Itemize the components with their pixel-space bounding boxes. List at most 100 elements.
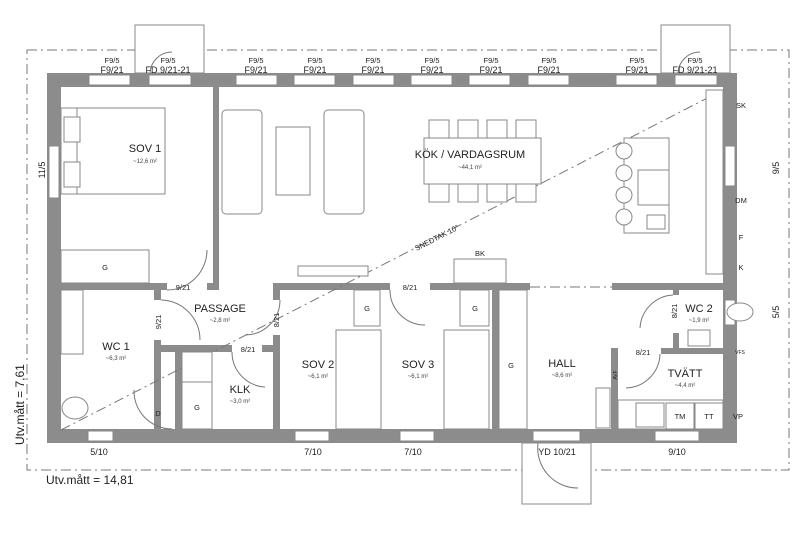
plan-label: 8/21 bbox=[272, 313, 281, 328]
room-area-passage: ~2,8 m² bbox=[210, 318, 231, 324]
plan-label: F9/5 bbox=[248, 56, 263, 65]
plan-label: 8/21 bbox=[241, 345, 256, 354]
toilet bbox=[61, 396, 89, 420]
side-window-labels: 11/5 9/5 5/5 bbox=[37, 162, 781, 319]
plan-label: FD 9/21-21 bbox=[145, 65, 190, 75]
plan-label: 8/21 bbox=[670, 304, 679, 319]
plan-label: YD 10/21 bbox=[538, 447, 576, 457]
fixture-labels: SK DM F K BK TM TT VP VFS D G G G G G AV… bbox=[102, 101, 747, 421]
room-area-sov1: ~12,6 m² bbox=[133, 159, 157, 165]
room-name-passage: PASSAGE bbox=[194, 303, 246, 315]
plan-label: TM bbox=[675, 412, 686, 421]
bed-sov3 bbox=[443, 329, 490, 430]
plan-label: F9/5 bbox=[687, 56, 702, 65]
plan-label: F9/5 bbox=[160, 56, 175, 65]
plan-label: 9/5 bbox=[771, 162, 781, 175]
plan-label: F9/21 bbox=[361, 65, 384, 75]
bottom-window-labels: 5/10 7/10 7/10 YD 10/21 9/10 bbox=[90, 447, 686, 457]
plan-label: DM bbox=[735, 196, 747, 205]
toilet-wc2 bbox=[726, 302, 754, 322]
plan-label: F9/21 bbox=[244, 65, 267, 75]
sofa bbox=[323, 109, 365, 215]
radiator bbox=[595, 387, 611, 429]
plan-label: 9/10 bbox=[668, 447, 686, 457]
plan-label: F9/5 bbox=[104, 56, 119, 65]
width-dimension: Utv.mått = 14,81 bbox=[46, 473, 134, 487]
room-name-tvatt: TVÄTT bbox=[668, 368, 703, 380]
sink-bk bbox=[453, 258, 507, 284]
room-name-sov1: SOV 1 bbox=[129, 143, 161, 155]
door-swings bbox=[133, 249, 674, 430]
plan-label: 5/5 bbox=[771, 306, 781, 319]
plan-label: VP bbox=[733, 412, 743, 421]
room-labels: SOV 1 ~12,6 m² KÖK / VARDAGSRUM ~44,1 m²… bbox=[102, 143, 713, 405]
plan-label: 11/5 bbox=[37, 162, 47, 179]
plan-label: F9/5 bbox=[365, 56, 380, 65]
plan-label: FD 9/21-21 bbox=[672, 65, 717, 75]
plan-label: SK bbox=[736, 101, 746, 110]
room-name-sov3: SOV 3 bbox=[402, 359, 434, 371]
door-labels: 9/21 9/21 8/21 8/21 8/21 8/21 8/21 bbox=[154, 283, 679, 357]
kitchen-counter bbox=[705, 89, 724, 275]
room-area-hall: ~8,6 m² bbox=[552, 373, 573, 379]
plan-label: 7/10 bbox=[404, 447, 422, 457]
plan-label: G bbox=[364, 304, 370, 313]
furniture bbox=[60, 89, 754, 430]
plan-label: TT bbox=[704, 412, 714, 421]
room-area-kok: ~44,1 m² bbox=[458, 165, 482, 171]
plan-label: F9/5 bbox=[424, 56, 439, 65]
roof-slope-label: SNEDTAK 10° bbox=[413, 223, 460, 253]
dining-table bbox=[423, 137, 542, 185]
room-area-wc2: ~1,9 m² bbox=[689, 318, 710, 324]
room-name-sov2: SOV 2 bbox=[302, 359, 334, 371]
room-area-tvatt: ~4,4 m² bbox=[675, 383, 696, 389]
plan-label: 9/21 bbox=[154, 315, 163, 330]
plan-label: D bbox=[155, 409, 161, 418]
wc1-counter bbox=[60, 289, 84, 355]
dimension-outline bbox=[26, 49, 790, 471]
plan-label: G bbox=[508, 361, 514, 370]
sofa bbox=[221, 109, 263, 215]
room-name-klk: KLK bbox=[230, 384, 251, 396]
plan-label: F9/5 bbox=[629, 56, 644, 65]
bed-sov2 bbox=[335, 329, 382, 430]
room-name-hall: HALL bbox=[548, 358, 576, 370]
room-name-kok: KÖK / VARDAGSRUM bbox=[415, 149, 525, 161]
plan-label: 8/21 bbox=[403, 283, 418, 292]
plan-label: F9/21 bbox=[479, 65, 502, 75]
plan-label: 9/21 bbox=[176, 283, 191, 292]
hall-wardrobe bbox=[498, 289, 528, 430]
tv-bench bbox=[297, 265, 369, 277]
plan-label: F9/21 bbox=[303, 65, 326, 75]
plan-label: F9/21 bbox=[537, 65, 560, 75]
plan-label: F9/5 bbox=[541, 56, 556, 65]
interior-walls bbox=[61, 87, 723, 429]
room-name-wc1: WC 1 bbox=[102, 341, 130, 353]
plan-label: 5/10 bbox=[90, 447, 108, 457]
plan-label: K bbox=[738, 263, 743, 272]
plan-label: F9/5 bbox=[483, 56, 498, 65]
plan-label: F9/5 bbox=[307, 56, 322, 65]
plan-label: F9/21 bbox=[100, 65, 123, 75]
room-area-wc1: ~6,3 m² bbox=[106, 356, 127, 362]
room-name-wc2: WC 2 bbox=[685, 303, 713, 315]
plan-label: G bbox=[102, 263, 108, 272]
plan-label: BK bbox=[475, 249, 485, 258]
room-area-klk: ~3,0 m² bbox=[230, 399, 251, 405]
plan-label: F9/21 bbox=[625, 65, 648, 75]
stove bbox=[637, 169, 670, 206]
island-sink bbox=[646, 214, 666, 230]
plan-label: AVF bbox=[613, 370, 619, 379]
porch-east bbox=[660, 24, 731, 74]
coffee-table bbox=[275, 126, 311, 196]
plan-label: G bbox=[472, 304, 478, 313]
plan-label: G bbox=[194, 403, 200, 412]
plan-label: 7/10 bbox=[304, 447, 322, 457]
room-area-sov3: ~6,1 m² bbox=[408, 374, 429, 380]
top-window-labels: F9/5F9/21 F9/5FD 9/21-21 F9/5F9/21 F9/5F… bbox=[100, 56, 717, 75]
wardrobe bbox=[60, 249, 150, 284]
wc2-sink bbox=[687, 329, 711, 347]
plan-label: VFS bbox=[735, 350, 745, 356]
height-dimension: Utv.mått = 7,61 bbox=[13, 364, 27, 445]
